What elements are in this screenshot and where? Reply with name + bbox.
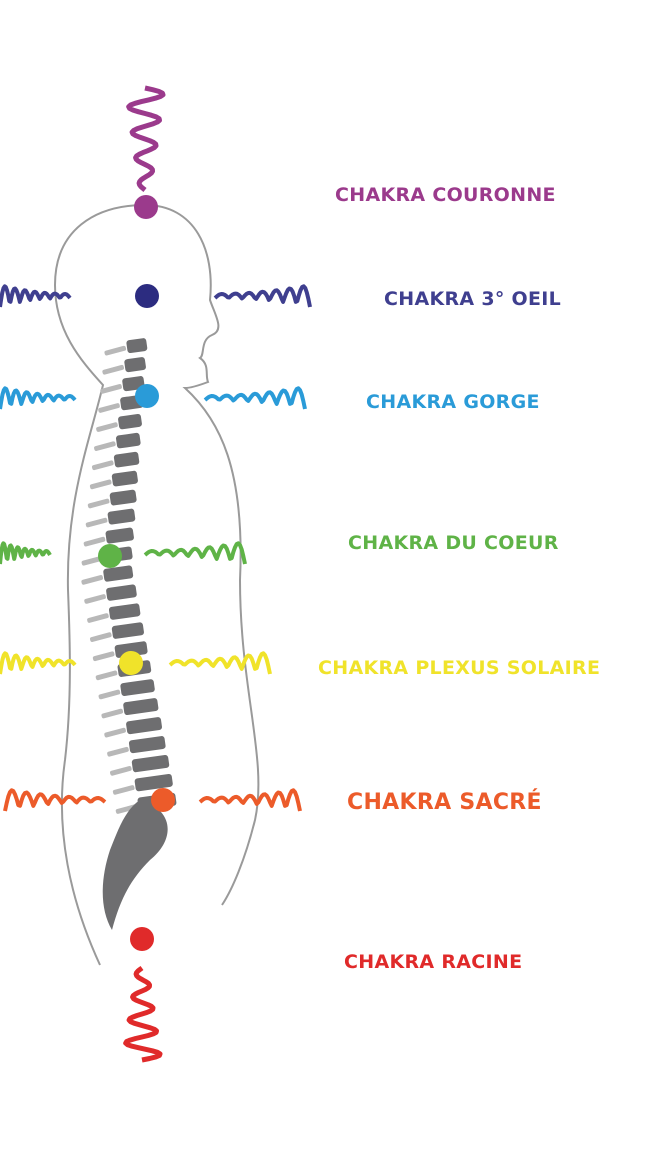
vertebra: [114, 641, 148, 658]
chakra-dot-plexus: [119, 651, 143, 675]
chakra-dot-gorge: [135, 384, 159, 408]
chakra-dot-3e-oeil: [135, 284, 159, 308]
label-chakra-couronne: CHAKRA COURONNE: [335, 184, 556, 206]
vertebra: [123, 698, 159, 716]
vertebra-process: [89, 632, 112, 642]
vertebra-process: [91, 460, 114, 471]
vertebra: [126, 338, 148, 354]
vertebra: [111, 470, 138, 487]
vertebra-process: [104, 727, 126, 738]
vertebra: [113, 451, 140, 468]
chakra-dot-sacre: [151, 788, 175, 812]
vertebra-process: [89, 479, 112, 490]
wave-left-icon: [0, 541, 52, 565]
chakra-dot-racine: [130, 927, 154, 951]
vertebra-process: [102, 364, 125, 375]
body-outline: [53, 203, 260, 966]
vertebra-process: [98, 403, 120, 413]
vertebra-process: [95, 670, 118, 681]
vertebra: [131, 754, 170, 773]
vertebra-process: [83, 536, 106, 547]
vertebra: [109, 489, 137, 506]
label-chakra-3e-oeil: CHAKRA 3° OEIL: [384, 288, 562, 310]
vertebra: [126, 717, 162, 735]
root-wave-icon: [123, 965, 163, 1063]
vertebra: [108, 603, 141, 620]
wave-right-icon: [213, 284, 312, 308]
chakra-dot-coeur: [98, 544, 122, 568]
wave-left-icon: [0, 284, 72, 308]
vertebra-process: [101, 708, 124, 719]
vertebra: [111, 622, 144, 639]
wave-left-icon: [0, 651, 77, 675]
vertebra-process: [81, 555, 104, 566]
wave-right-icon: [198, 788, 302, 812]
vertebra-process: [100, 384, 122, 394]
vertebra: [124, 357, 146, 373]
wave-left-icon: [0, 386, 77, 410]
vertebra-process: [87, 613, 109, 623]
wave-right-icon: [143, 541, 247, 565]
vertebra-process: [85, 517, 108, 528]
vertebra-process: [104, 345, 127, 356]
energy-waves: [0, 85, 312, 1063]
wave-right-icon: [168, 651, 272, 675]
vertebra: [107, 508, 136, 525]
vertebra-process: [92, 651, 115, 662]
wave-left-icon: [3, 788, 107, 812]
vertebra: [120, 679, 155, 696]
crown-wave-icon: [126, 85, 166, 192]
chakra-dots: [98, 195, 175, 951]
vertebra: [115, 432, 141, 449]
vertebra-process: [98, 689, 121, 700]
label-chakra-plexus-solaire: CHAKRA PLEXUS SOLAIRE: [318, 657, 601, 679]
sacrum: [102, 800, 168, 930]
label-chakra-racine: CHAKRA RACINE: [344, 951, 523, 973]
vertebra: [128, 736, 166, 754]
vertebra: [103, 565, 134, 582]
vertebra-process: [84, 594, 106, 604]
vertebra: [134, 773, 173, 792]
spine: [81, 338, 177, 930]
vertebra-process: [87, 498, 110, 509]
vertebra: [105, 527, 134, 544]
chakra-dot-couronne: [134, 195, 158, 219]
vertebra: [106, 584, 137, 601]
label-chakra-du-coeur: CHAKRA DU COEUR: [348, 532, 559, 554]
vertebra: [118, 413, 142, 430]
vertebra-process: [107, 746, 129, 757]
vertebra-process: [81, 575, 104, 585]
label-chakra-sacre: CHAKRA SACRÉ: [347, 790, 542, 815]
vertebra-process: [94, 441, 116, 451]
label-chakra-gorge: CHAKRA GORGE: [366, 391, 540, 413]
wave-right-icon: [203, 386, 307, 410]
vertebra-process: [115, 804, 138, 814]
vertebra-process: [96, 422, 118, 432]
vertebra-process: [112, 785, 135, 795]
vertebra-process: [110, 766, 132, 776]
